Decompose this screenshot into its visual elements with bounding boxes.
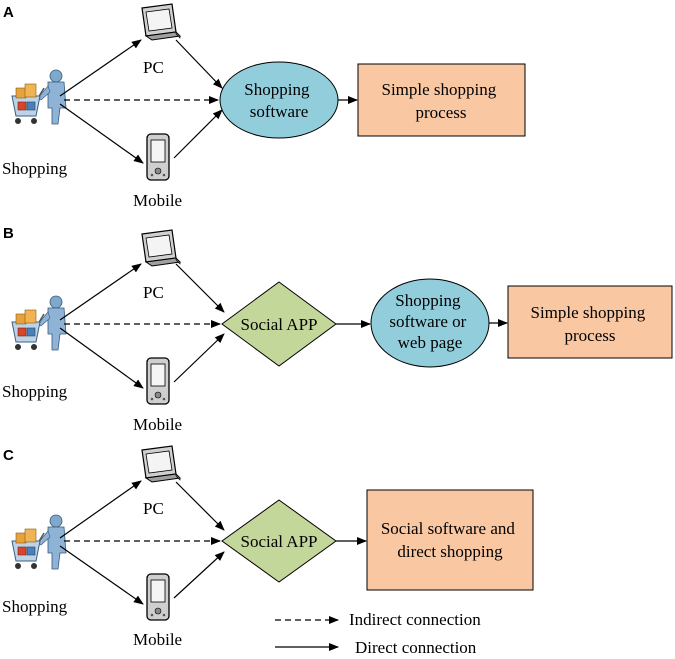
shopper-label: Shopping [2, 382, 68, 401]
direct-connection-line [175, 481, 225, 531]
panel-label: B [3, 225, 14, 242]
direct-connection-line [175, 39, 223, 89]
panel-b: B Shopping PC Mobile Social APP Shopping… [2, 225, 673, 434]
mobile-label: Mobile [133, 415, 182, 434]
legend-direct-label: Direct connection [355, 638, 477, 657]
shopping-software-node [219, 61, 339, 139]
direct-connection-line [175, 263, 225, 313]
shopping-cart-person-icon [11, 69, 67, 125]
mobile-label: Mobile [133, 191, 182, 210]
simple-shopping-process-node [357, 63, 526, 137]
shopping-software-label: Shopping software [244, 80, 313, 121]
social-app-node [221, 499, 337, 583]
simple-shopping-process-label: Simple shopping process [381, 80, 500, 122]
pc-label: PC [143, 58, 164, 77]
shopper-label: Shopping [2, 159, 68, 178]
social-app-node [221, 281, 337, 367]
direct-connection-line [59, 103, 144, 164]
direct-connection-line [59, 263, 142, 321]
direct-connection-line [173, 333, 225, 383]
social-software-direct-shopping-label: Social software and direct shopping [381, 519, 519, 561]
direct-connection-line [59, 39, 142, 97]
mobile-label: Mobile [133, 630, 182, 649]
computer-monitor-icon [141, 445, 181, 483]
computer-monitor-icon [141, 3, 181, 41]
shopping-software-web-label: Shopping software or web page [389, 291, 470, 352]
direct-connection-line [59, 327, 144, 389]
panel-c: C Shopping PC Mobile Social APP Social s… [2, 445, 534, 649]
direct-connection-line [59, 480, 142, 539]
panel-label: C [3, 447, 14, 464]
simple-shopping-process-label: Simple shopping process [530, 303, 649, 345]
panel-label: A [3, 4, 14, 21]
shopper-label: Shopping [2, 597, 68, 616]
social-app-label: Social APP [241, 315, 318, 334]
simple-shopping-process-node [507, 285, 673, 359]
mobile-phone-icon [146, 357, 170, 405]
social-software-direct-shopping-node [366, 489, 534, 591]
social-app-label: Social APP [241, 532, 318, 551]
pc-label: PC [143, 499, 164, 518]
legend: Indirect connection Direct connection [275, 610, 481, 657]
pc-label: PC [143, 283, 164, 302]
direct-connection-line [173, 551, 225, 599]
direct-connection-line [173, 109, 223, 159]
mobile-phone-icon [146, 133, 170, 181]
mobile-phone-icon [146, 573, 170, 621]
computer-monitor-icon [141, 229, 181, 267]
legend-indirect-label: Indirect connection [349, 610, 481, 629]
direct-connection-line [59, 545, 144, 605]
panel-a: A Shopping PC Mobile Shopping software S… [2, 3, 526, 210]
shopping-cart-person-icon [11, 295, 67, 351]
shopping-cart-person-icon [11, 514, 67, 570]
